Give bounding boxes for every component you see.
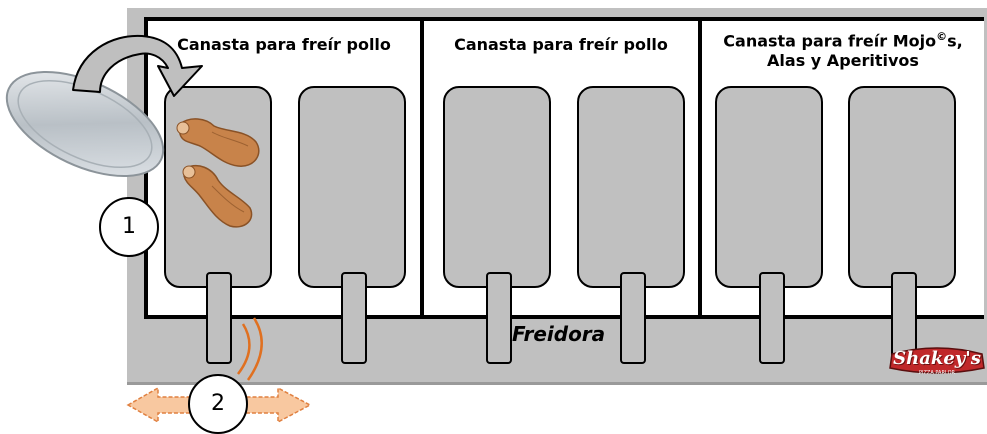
shakeys-logo: Shakey's PIZZA PARLOR [888,344,986,376]
pizza-pan-icon [5,70,165,178]
basket-2-handle[interactable] [341,272,367,364]
compartment-1-title: Canasta para freír pollo [177,35,391,54]
basket-6[interactable] [848,86,956,288]
logo-tagline: PIZZA PARLOR [919,370,955,376]
compartment-3-title-line2: Alas y Aperitivos [767,51,919,71]
shake-arcs-icon [237,317,263,381]
compartment-2-title: Canasta para freír pollo [454,35,668,54]
basket-5-handle[interactable] [759,272,785,364]
basket-6-handle[interactable] [891,272,917,364]
fryer-baseline [127,382,987,385]
compartment-3-title-main: Canasta para freír Mojo [723,31,937,51]
step-1-marker: 1 [99,197,159,257]
basket-3-handle[interactable] [486,272,512,364]
basket-4[interactable] [577,86,685,288]
basket-2[interactable] [298,86,406,288]
copyright-sup: © [936,30,948,43]
basket-1-handle[interactable] [206,272,232,364]
logo-badge-shape [889,347,985,374]
compartment-3-title: Canasta para freír Mojo©s, Alas y Aperit… [702,27,984,71]
compartment-3-title-end: s, [947,31,963,51]
step-2-marker: 2 [188,374,248,434]
fryer-label: Freidora [512,322,606,346]
chicken-leg-icon [176,118,260,167]
basket-4-handle[interactable] [620,272,646,364]
chicken-leg-icon [182,164,253,228]
basket-3[interactable] [443,86,551,288]
logo-brand: Shakey's [893,348,981,369]
curved-arrow-icon [72,34,203,97]
